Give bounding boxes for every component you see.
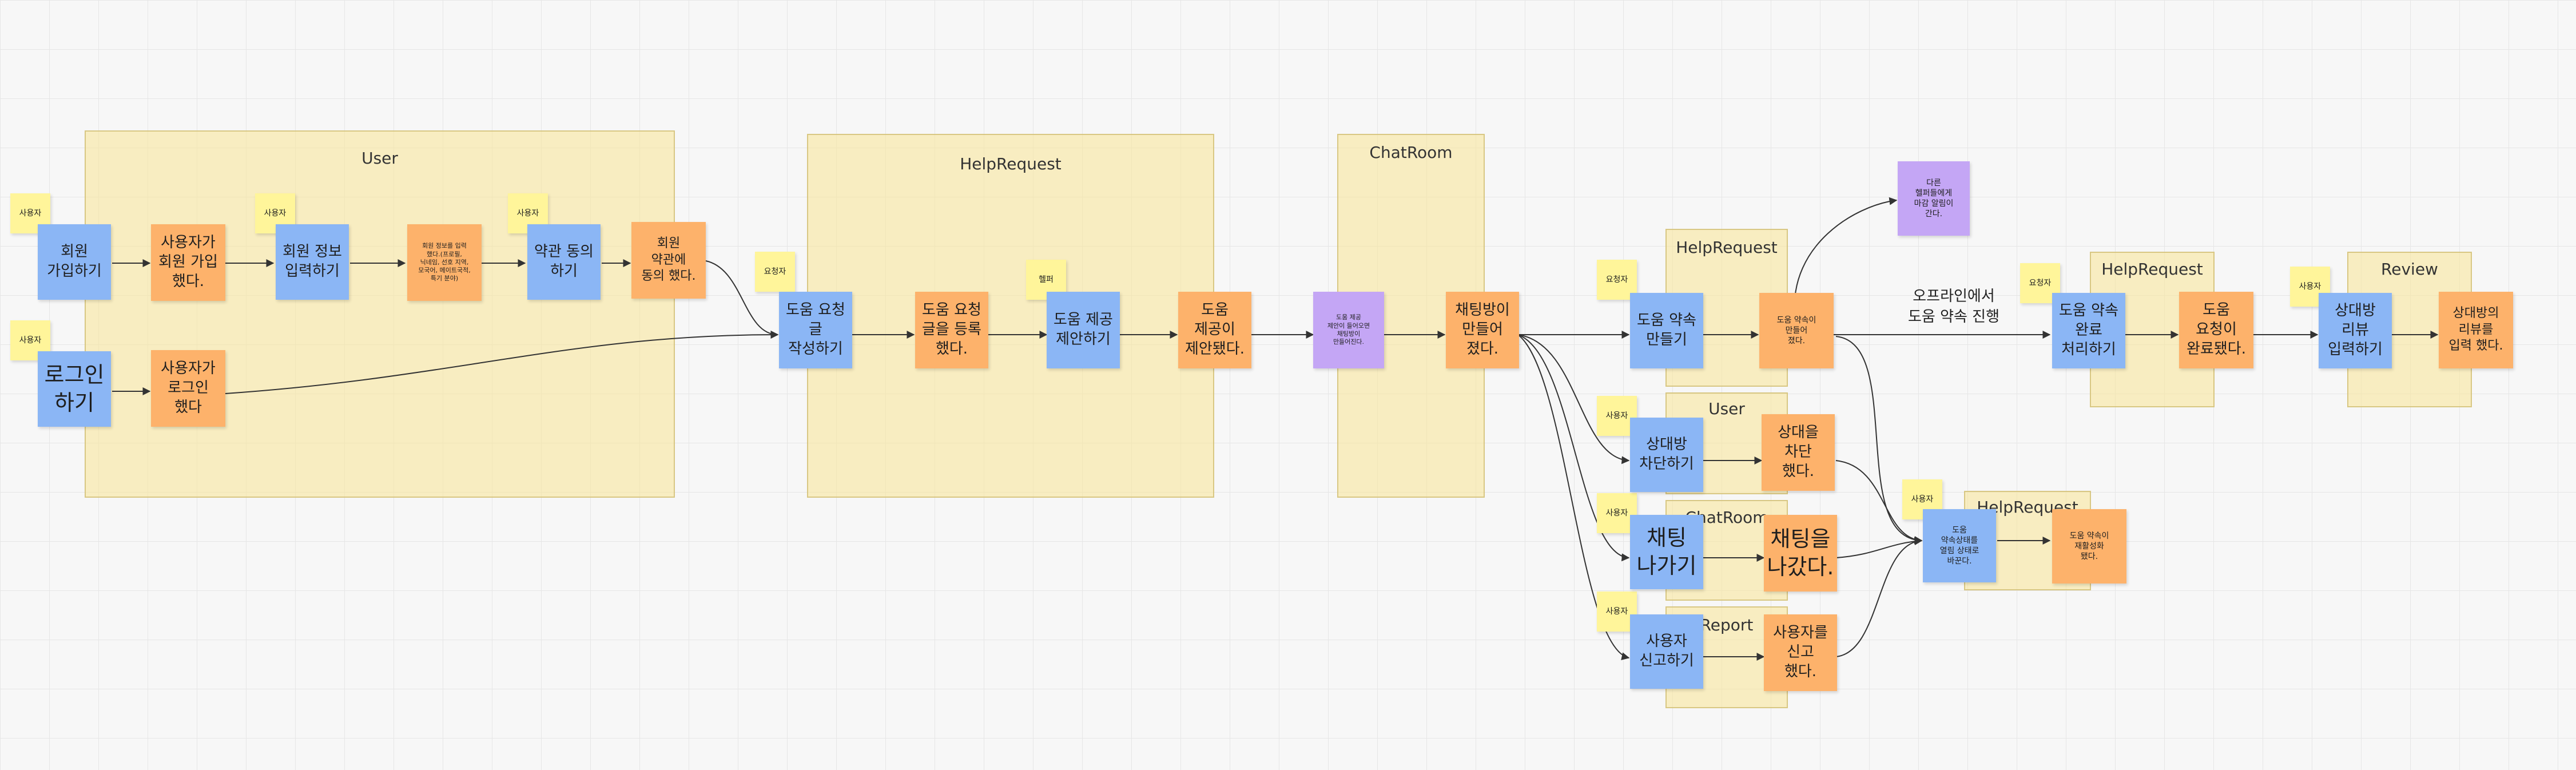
frame-title: ChatRoom [1369,143,1453,162]
frame-title: User [361,149,398,168]
event-note[interactable]: 상대을 차단 했다. [1762,414,1835,491]
frame-title: Review [2381,260,2438,279]
frame-user[interactable]: User [85,130,675,498]
command-note[interactable]: 채팅 나가기 [1630,515,1703,589]
event-note[interactable]: 도움 제공이 제안됐다. [1178,292,1251,368]
frame-title: HelpRequest [1676,238,1778,257]
event-note[interactable]: 도움 요청 글을 등록 했다. [915,292,988,368]
arrow [1517,334,1630,660]
arrow [1794,197,1898,314]
actor-note[interactable]: 요청자 [755,252,795,292]
event-note[interactable]: 도움 약속이 재활성화 됐다. [2052,509,2126,584]
policy-note[interactable]: 도움 제공 제안이 들어오면 채팅방이 만들어진다. [1313,292,1384,368]
arrow [225,331,779,394]
frame-title: Report [1700,616,1754,634]
arrow [1835,336,1923,545]
actor-note[interactable]: 사용자 [1597,592,1637,632]
event-note[interactable]: 도움 요청이 완료됐다. [2179,292,2253,368]
event-note[interactable]: 채팅방이 만들어 졌다. [1446,292,1519,368]
command-note[interactable]: 상대방 차단하기 [1630,418,1703,492]
arrow [1835,537,1923,657]
command-note[interactable]: 도움 요청 글 작성하기 [779,292,852,368]
policy-note[interactable]: 다른 헬퍼들에게 마감 알림이 간다. [1898,161,1970,236]
command-note[interactable]: 회원 가입하기 [38,224,111,300]
arrow [705,260,779,339]
command-note[interactable]: 사용자 신고하기 [1630,614,1703,689]
event-note[interactable]: 사용자를 신고 했다. [1764,614,1837,691]
arrow [1835,460,1923,545]
frame-title: HelpRequest [960,154,1062,173]
command-note[interactable]: 약관 동의 하기 [527,224,601,300]
event-note[interactable]: 회원 정보를 입력 했다.(프로필, 닉네임, 선호 지역, 모국어, 메이트국… [407,224,482,301]
frame-title: User [1708,399,1745,418]
actor-note[interactable]: 사용자 [2290,267,2330,307]
frame-helprequest[interactable]: HelpRequest [807,134,1214,498]
command-note[interactable]: 도움 약속상태를 열림 상태로 바꾼다. [1923,509,1996,582]
event-note[interactable]: 사용자가 로그인 했다 [151,350,225,427]
command-note[interactable]: 도움 약속 만들기 [1630,293,1703,368]
event-note[interactable]: 사용자가 회원 가입 했다. [151,224,225,301]
frame-title: HelpRequest [2101,260,2203,279]
command-note[interactable]: 회원 정보 입력하기 [276,224,349,300]
event-note[interactable]: 상대방의 리뷰를 입력 했다. [2439,292,2513,368]
arrow [1517,334,1630,562]
command-note[interactable]: 도움 약속 완료 처리하기 [2052,293,2125,368]
event-note[interactable]: 도움 약속이 만들어 졌다. [1759,293,1834,368]
event-note[interactable]: 채팅을 나갔다. [1764,515,1837,592]
command-note[interactable]: 상대방 리뷰 입력하기 [2319,293,2392,368]
command-note[interactable]: 도움 제공 제안하기 [1047,292,1120,368]
arrow [1517,334,1630,465]
event-note[interactable]: 회원 약관에 동의 했다. [631,222,706,299]
arrow [1835,537,1923,558]
offline-promise-label: 오프라인에서 도움 약속 진행 [1907,288,2000,326]
command-note[interactable]: 로그인 하기 [38,351,111,427]
